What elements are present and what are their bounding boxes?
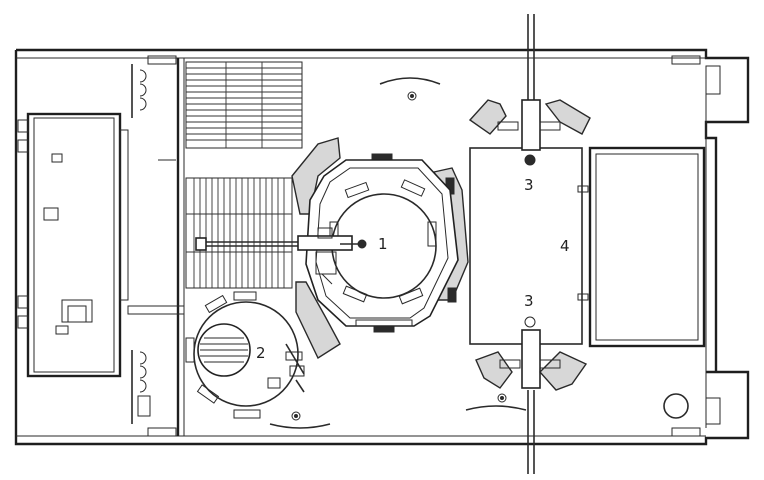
label-weapon-front: 3 — [524, 176, 534, 194]
engine-block — [17, 112, 185, 378]
lower-grate — [185, 177, 293, 289]
label-hatch-panel: 4 — [560, 237, 570, 255]
weapon-mount-rear — [475, 316, 588, 474]
label-turret: 1 — [378, 235, 388, 253]
turret-gun — [195, 227, 367, 285]
turret-ring — [305, 159, 459, 327]
engine-bay-fittings — [131, 64, 151, 424]
vision-ports — [269, 77, 527, 429]
label-weapon-rear: 3 — [524, 292, 534, 310]
label-commander-station: 2 — [256, 344, 266, 362]
hull-outline — [14, 48, 750, 446]
upper-grate — [185, 61, 303, 149]
weapon-mount-front — [468, 14, 591, 166]
engine-bulkhead — [176, 58, 185, 436]
commander-station — [185, 291, 305, 419]
rear-compartment — [588, 146, 706, 419]
